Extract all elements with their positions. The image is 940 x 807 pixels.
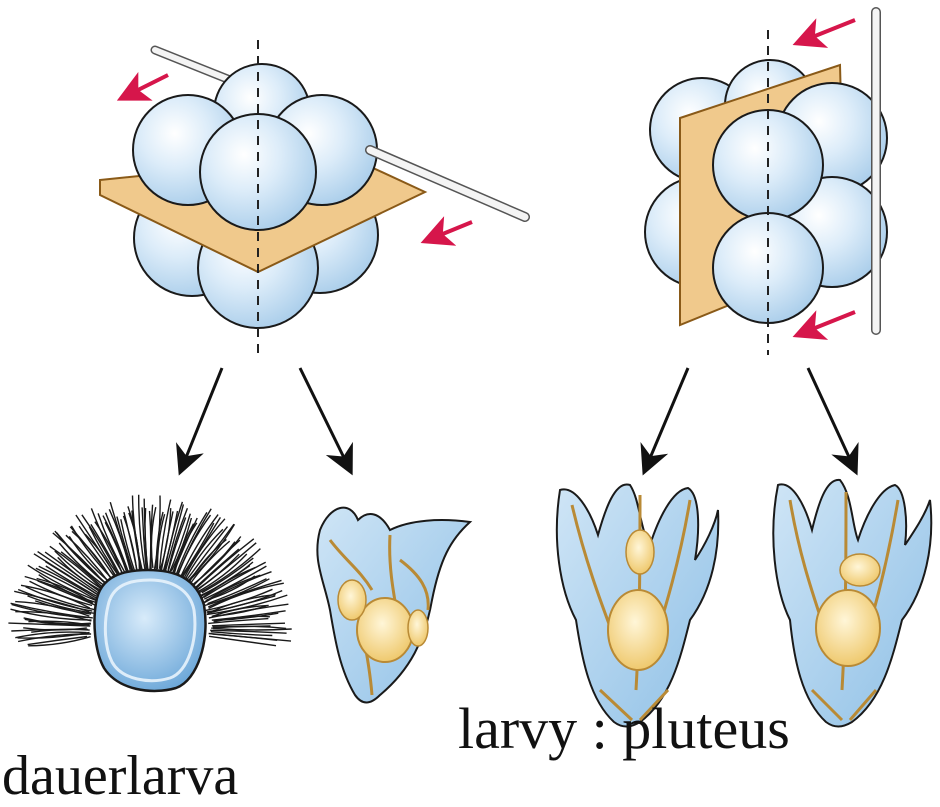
arrow-to-pluteus-2 (645, 368, 688, 470)
cilium (209, 636, 276, 645)
right-embryo (645, 12, 887, 355)
dauerlarva-caption: dauerlarva (2, 748, 238, 804)
red-motion-arrow (800, 20, 855, 42)
arrow-to-dauerlarva (181, 368, 222, 470)
pluteus-larva-2 (557, 484, 718, 726)
development-arrows (181, 368, 855, 470)
arrow-to-pluteus-3 (808, 368, 855, 470)
cilium (211, 626, 286, 628)
dauerlarva-larva (8, 495, 291, 691)
red-motion-arrow (124, 75, 168, 97)
pluteus-gut (816, 590, 880, 666)
red-motion-arrow (800, 312, 855, 334)
cilium (213, 629, 292, 630)
pluteus-caption: larvy : pluteus (458, 700, 790, 758)
cleavage-diagram (0, 0, 940, 782)
cilium (133, 496, 143, 572)
arrow-to-pluteus-1 (300, 368, 350, 470)
dauerlarva-body (95, 570, 206, 691)
pluteus-larva-1 (317, 508, 470, 703)
pluteus-larva-3 (773, 480, 931, 727)
cilium (212, 623, 285, 626)
red-motion-arrow (428, 222, 472, 240)
left-embryo (100, 40, 525, 355)
pluteus-gut (608, 590, 668, 670)
